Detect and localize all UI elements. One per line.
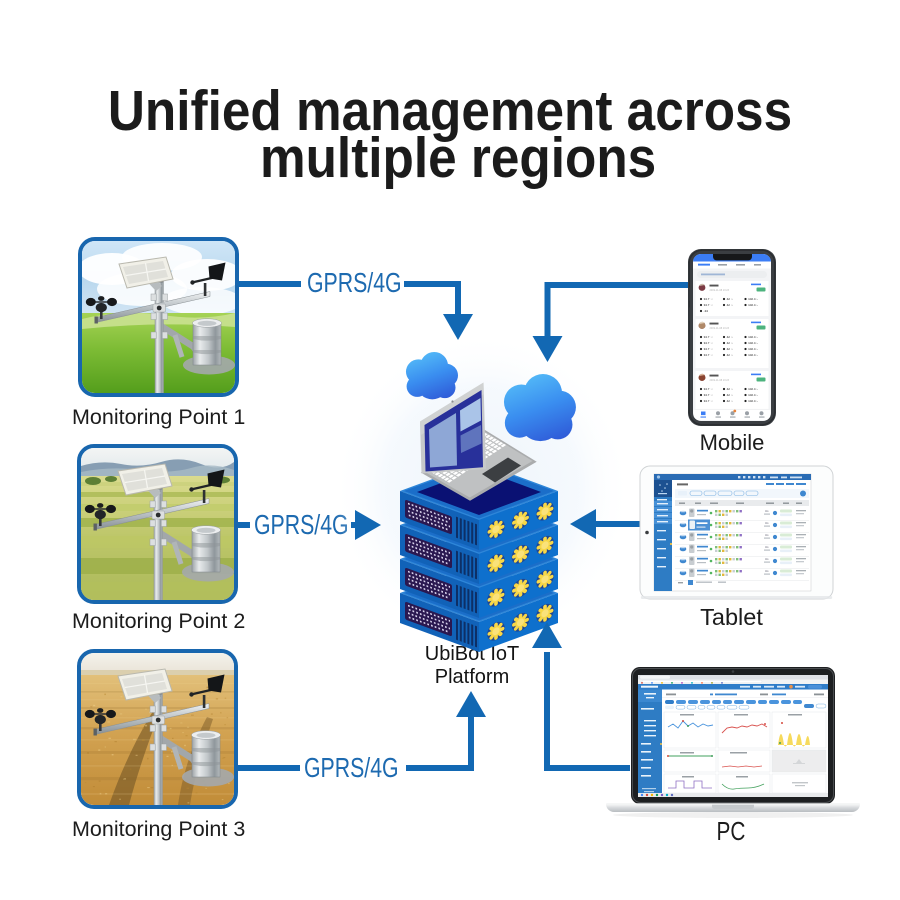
svg-text:4G: 4G (765, 509, 768, 513)
svg-text:-34: -34 (704, 309, 709, 313)
